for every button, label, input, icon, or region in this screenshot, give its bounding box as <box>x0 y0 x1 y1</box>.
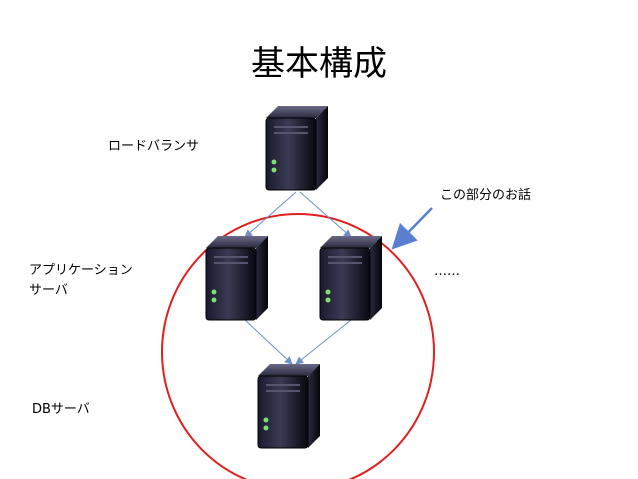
load-balancer-label: ロードバランサ <box>108 139 200 154</box>
app-server-2-icon <box>319 236 382 321</box>
edge-app1-to-db <box>244 319 293 365</box>
edge-lb-to-app1 <box>244 191 297 238</box>
highlight-ellipse <box>161 213 435 479</box>
load-balancer-server-icon <box>265 106 328 191</box>
pointer-arrow <box>391 207 433 250</box>
page-title: 基本構成 <box>251 44 387 84</box>
app-server-1-icon <box>205 236 268 321</box>
edge-lb-to-app2 <box>299 191 352 238</box>
focus-note-label: この部分のお話 <box>440 188 532 203</box>
more-servers-ellipsis: …… <box>434 264 460 279</box>
edge-app2-to-db <box>295 319 352 365</box>
db-server-label: DBサーバ <box>32 402 90 417</box>
app-server-label: アプリケーション サーバ <box>29 263 133 298</box>
db-server-icon <box>257 364 320 449</box>
